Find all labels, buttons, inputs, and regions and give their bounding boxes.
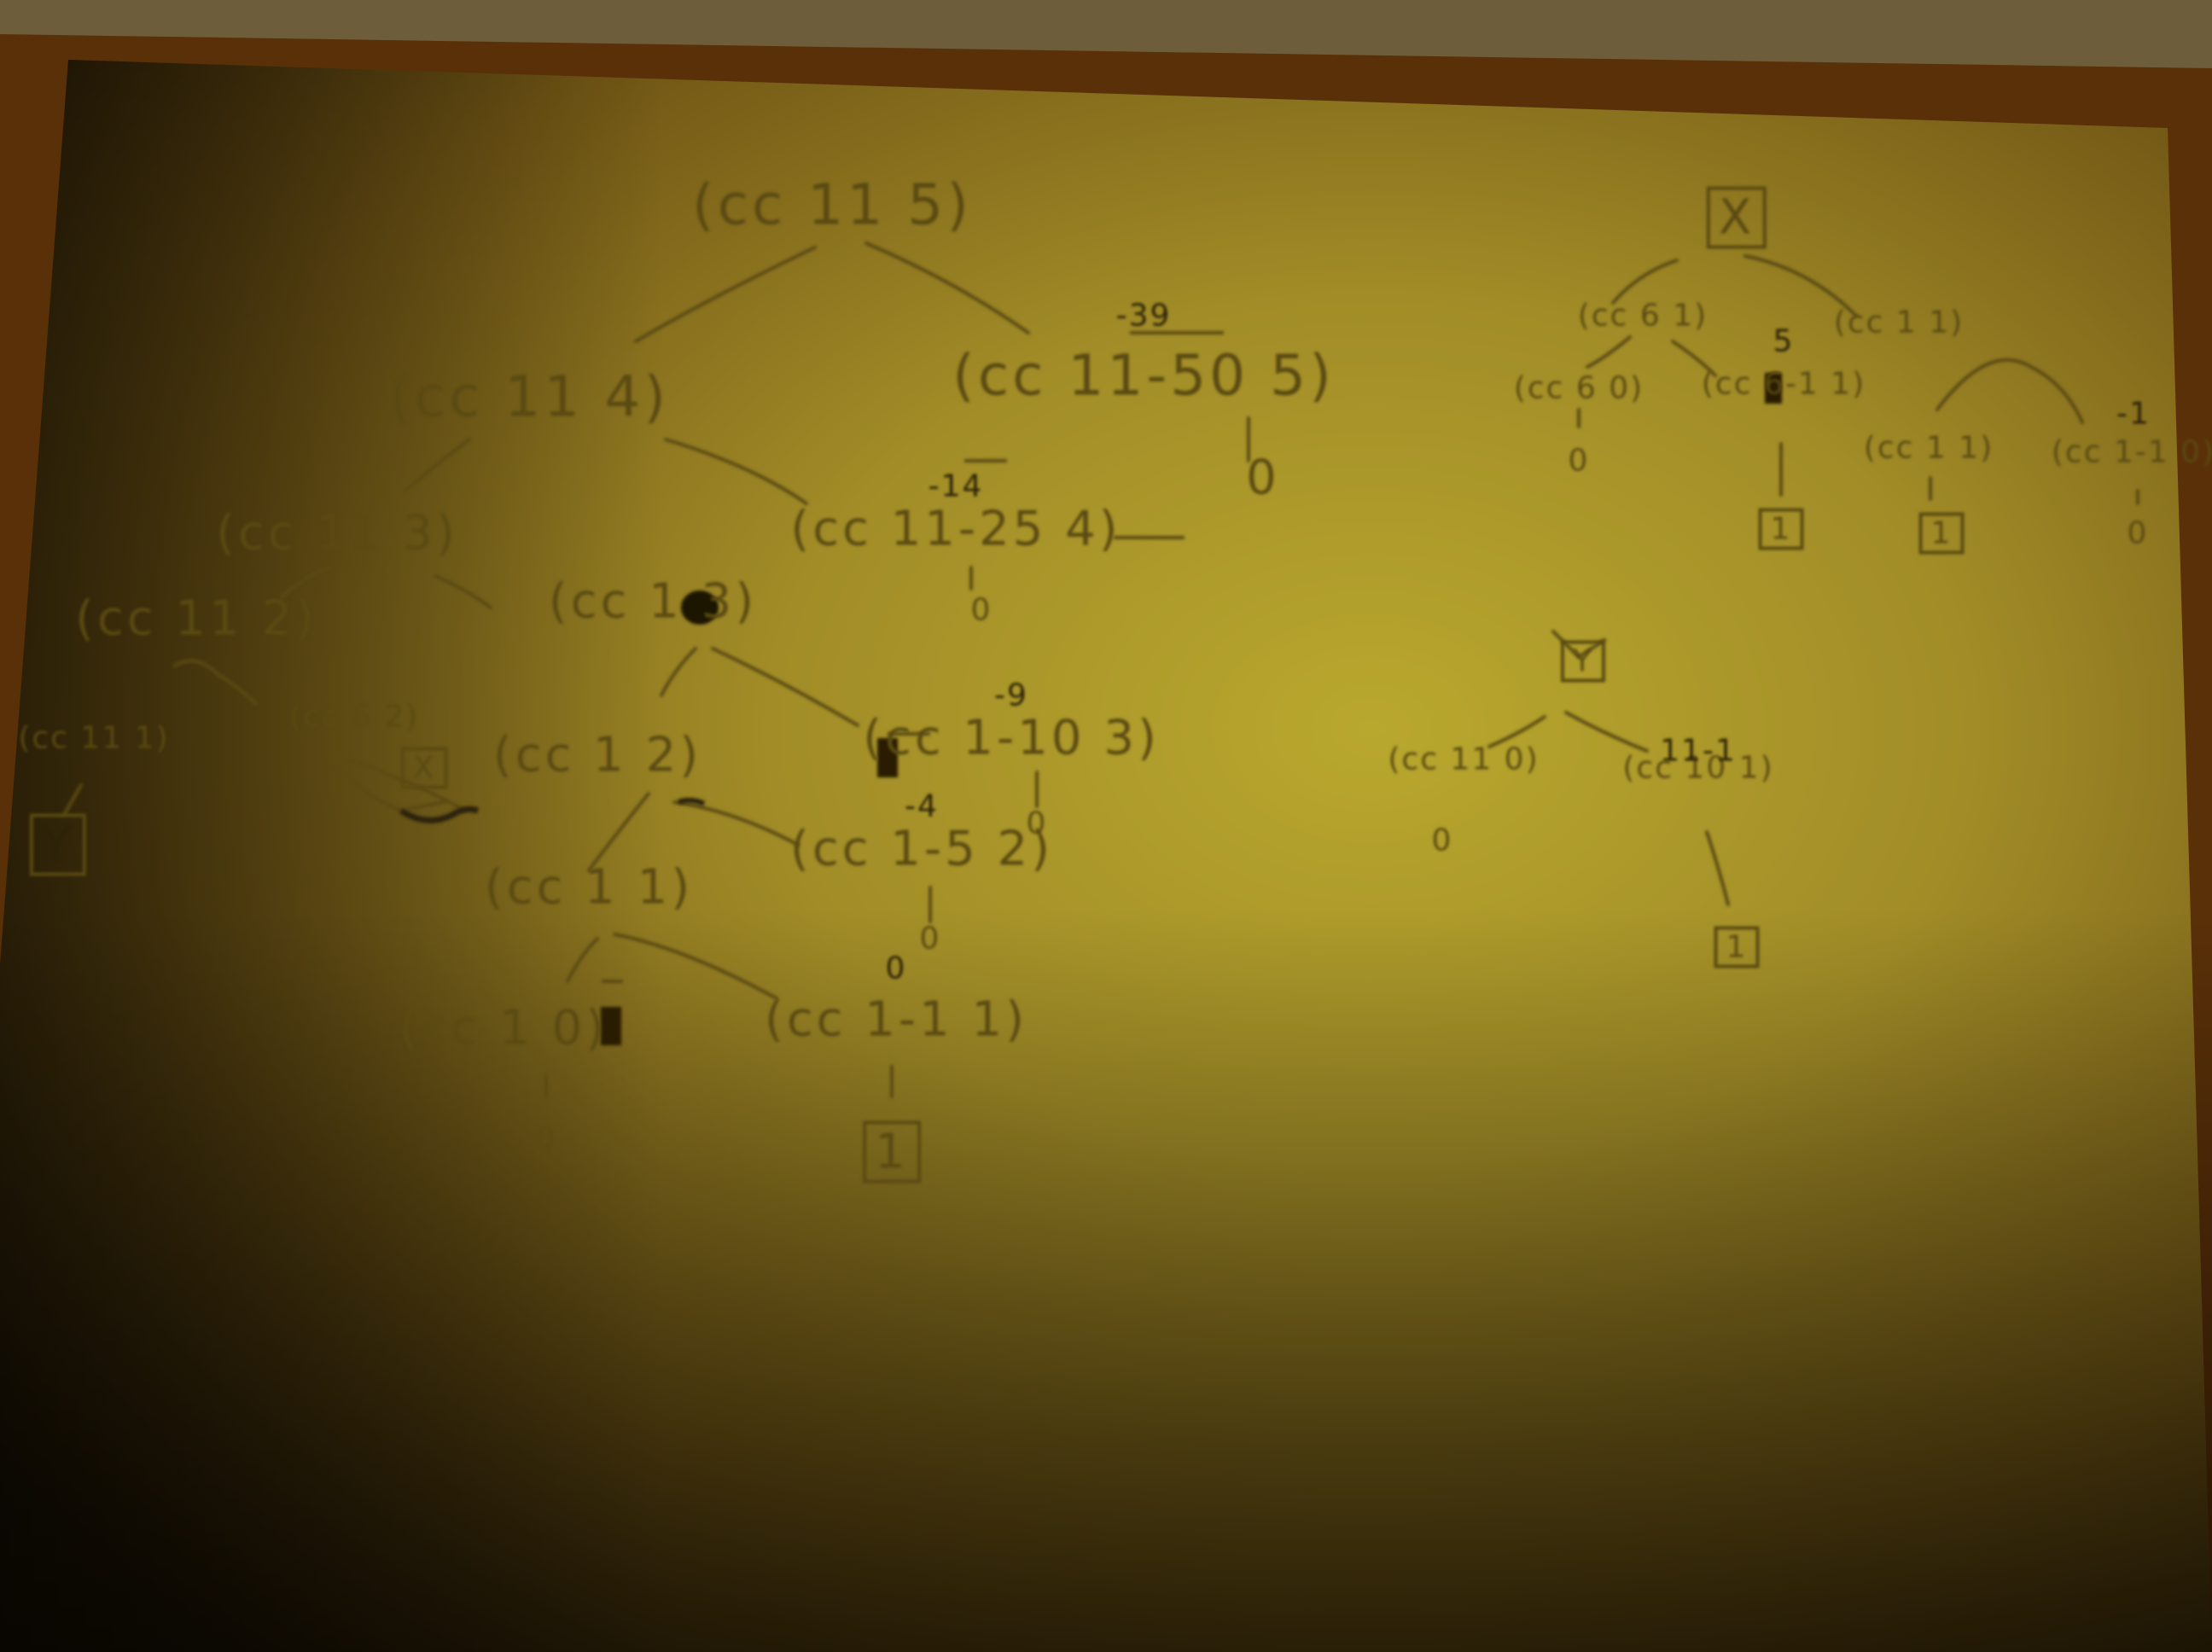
node-annotation: 5 (1773, 323, 1795, 359)
boxed-result: 1 (1714, 926, 1760, 969)
tree-edges (62, 241, 2139, 1098)
boxed-result: 1 (1918, 512, 1965, 555)
scribble-marks (399, 331, 1782, 1045)
ink-blot (601, 1007, 621, 1045)
zero-leaf: 0 (535, 1121, 557, 1157)
boxed-result: 1 (863, 1120, 921, 1184)
tree-node: (cc 6 1) (1577, 298, 1708, 334)
tree-node: (cc 1 2) (492, 727, 702, 783)
tree-node: (cc 1 3) (548, 573, 758, 630)
tree-node: (cc 1-1 0) (2051, 434, 2212, 470)
node-annotation: -9 (994, 678, 1028, 713)
tree-node: (cc 6 2) (288, 699, 420, 735)
zero-leaf: 0 (1246, 450, 1280, 506)
tree-node: (cc 6 0) (1513, 370, 1644, 406)
tree-node: (cc 11 1) (18, 720, 170, 756)
tree-node: (cc 1-10 3) (863, 710, 1160, 766)
zero-leaf: 0 (2127, 515, 2149, 551)
ink-blot (681, 590, 719, 625)
boxed-result: X (1706, 186, 1767, 249)
tree-node: (cc 11 3) (216, 505, 458, 561)
ink-blot (877, 738, 898, 777)
tree-node: (cc 11 4) (388, 364, 670, 430)
zero-leaf: 0 (1026, 806, 1048, 841)
ink-blot (1765, 373, 1782, 404)
zero-leaf: 0 (919, 921, 941, 957)
scribble-line (399, 806, 480, 823)
tree-node: (cc 1 1) (484, 859, 694, 916)
tree-node: (cc 1 0) (399, 1000, 608, 1056)
tree-node: (cc 11 2) (75, 590, 317, 647)
boxed-result: Y (29, 813, 87, 876)
zero-leaf: 0 (1431, 823, 1453, 858)
overline-marks (602, 331, 1224, 983)
node-annotation: -39 (1115, 298, 1172, 334)
tree-node: (cc 1 1) (1833, 305, 1965, 340)
boxed-result: X (400, 747, 448, 789)
zero-leaf: 0 (1568, 443, 1590, 479)
node-annotation: -1 (2116, 396, 2151, 432)
node-annotation: 0 (885, 951, 907, 986)
tree-node: (cc 11 0) (1388, 742, 1540, 777)
boxed-result: Y (1561, 640, 1605, 683)
boxed-result: 1 (1758, 508, 1804, 550)
node-annotation: -4 (905, 788, 939, 824)
tree-node: (cc 11-50 5) (952, 342, 1335, 409)
tree-node: (cc 11-25 4) (790, 501, 1121, 557)
tree-node: (cc 1-5 2) (790, 821, 1053, 877)
tree-node: (cc 6-1 1) (1701, 366, 1866, 402)
tree-node: (cc 11 5) (691, 172, 973, 238)
tree-node: (cc 10 1) (1622, 750, 1774, 786)
tree-node: (cc 1-1 1) (765, 992, 1027, 1048)
node-annotation: 11-1 (1660, 733, 1737, 769)
zero-leaf: 0 (970, 592, 992, 628)
tree-node: (cc 1 1) (1863, 430, 1994, 466)
node-annotation: -14 (928, 468, 984, 504)
